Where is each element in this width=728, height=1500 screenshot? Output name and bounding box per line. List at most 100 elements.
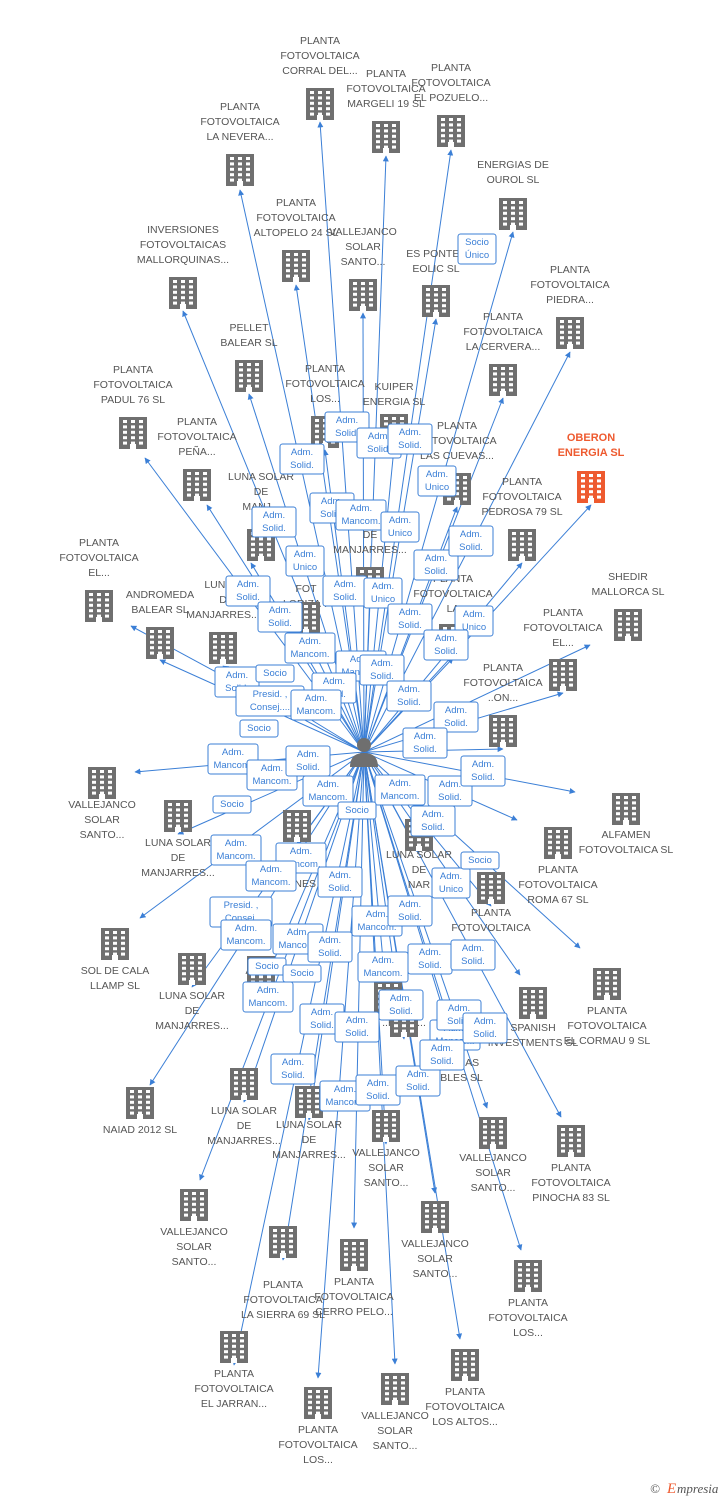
relation-badge[interactable]: Adm.Mancom. [357, 951, 409, 983]
relation-badge[interactable]: Adm.Solid. [225, 575, 271, 607]
company-node[interactable]: NAIAD 2012 SL [103, 1087, 177, 1136]
relation-badge[interactable]: Adm.Solid. [387, 603, 433, 635]
company-node[interactable]: VALLEJANCOSOLARSANTO... [68, 767, 136, 841]
relation-badge[interactable]: Socio [282, 964, 322, 983]
relation-badge[interactable]: Adm.Solid. [433, 701, 479, 733]
relation-badge[interactable]: Adm.Solid. [462, 1012, 508, 1044]
company-node[interactable]: PLANTAFOTOVOLTAICAPIEDRA... [530, 264, 610, 349]
company-node[interactable]: LUNA SOLARDEMANJARRES... [155, 953, 229, 1032]
company-node[interactable]: VALLEJANCOSOLARSANTO... [361, 1373, 429, 1452]
company-node[interactable]: PLANTAFOTOVOLTAICAPEÑA... [157, 416, 237, 501]
relation-badge[interactable]: Adm.Solid. [322, 575, 368, 607]
relation-badge[interactable]: Adm.Solid. [334, 1011, 380, 1043]
relation-badge[interactable]: Adm.Solid. [402, 727, 448, 759]
company-node[interactable]: LUNA SOLARDEMANJARRES... [272, 1086, 346, 1161]
relation-badge[interactable]: Adm.Solid. [450, 939, 496, 971]
relation-badge[interactable]: Adm.Solid. [395, 1065, 441, 1097]
company-node[interactable]: VALLEJANCOSOLARSANTO... [352, 1110, 420, 1189]
relation-badge[interactable]: Adm.Mancom. [242, 981, 294, 1013]
relation-badge[interactable]: Adm.Solid. [448, 525, 494, 557]
relation-badge[interactable]: Adm.Solid. [419, 1039, 465, 1071]
company-node[interactable]: PLANTAFOTOVOLTAICA..ON... [463, 662, 543, 747]
relation-badge[interactable]: Adm.Solid. [423, 629, 469, 661]
relation-badge[interactable]: Adm.Mancom. [207, 743, 259, 775]
relation-badge[interactable]: Adm.Solid. [251, 506, 297, 538]
relation-badge[interactable]: Adm.Solid. [387, 423, 433, 455]
relation-badge[interactable]: Socio [239, 719, 279, 738]
relation-badge[interactable]: Adm.Mancom. [374, 774, 426, 806]
relation-badge[interactable]: Adm.Solid. [270, 1053, 316, 1085]
relation-badge[interactable]: Socio [337, 801, 377, 820]
relation-badge[interactable]: Adm.Unico [431, 867, 471, 899]
relation-badge[interactable]: Adm.Unico [454, 605, 494, 637]
relation-badge[interactable]: Adm.Unico [380, 511, 420, 543]
relation-badge[interactable]: Adm.Unico [285, 545, 325, 577]
relation-badge[interactable]: Socio [255, 664, 295, 683]
center-person[interactable] [350, 738, 378, 767]
company-node[interactable]: VALLEJANCOSOLARSANTO... [459, 1117, 527, 1194]
relation-badge[interactable]: Adm.Mancom. [302, 775, 354, 807]
relation-badge[interactable]: Adm.Solid. [279, 443, 325, 475]
relation-badge[interactable]: Adm.Mancom. [220, 919, 272, 951]
relation-badge[interactable]: Adm.Solid. [257, 601, 303, 633]
company-node[interactable]: PLANTAFOTOVOLTAICALOS... [278, 1387, 358, 1466]
relation-badge[interactable]: Adm.Solid. [410, 805, 456, 837]
company-node[interactable]: PLANTAFOTOVOLTAICALOS... [488, 1260, 568, 1339]
relation-badge[interactable]: Adm.Solid. [359, 654, 405, 686]
relation-badge[interactable]: Adm.Solid. [413, 549, 459, 581]
company-node[interactable]: VALLEJANCOSOLARSANTO... [160, 1189, 228, 1268]
company-node[interactable]: VALLEJANCOSOLARSANTO... [401, 1201, 469, 1280]
company-node[interactable]: VALLEJANCOSOLARSANTO... [329, 226, 397, 311]
company-node[interactable]: PLANTAFOTOVOLTAICAEL... [523, 607, 603, 691]
company-node[interactable]: INVERSIONESFOTOVOLTAICASMALLORQUINAS... [137, 224, 229, 309]
relation-badge[interactable]: Adm.Solid. [387, 895, 433, 927]
relation-badge[interactable]: Socio [212, 795, 252, 814]
relation-badge[interactable]: Adm.Mancom. [290, 689, 342, 721]
relation-badge[interactable]: Adm.Mancom. [246, 759, 298, 791]
company-node[interactable]: LUNA SOLARDEMANJARRES... [141, 800, 215, 879]
relation-badge[interactable]: Adm.Solid. [317, 866, 363, 898]
relation-badge[interactable]: Adm.Solid. [355, 1074, 401, 1106]
company-node[interactable]: LUNA SDMANJARRES... [186, 579, 260, 664]
relation-badge[interactable]: Adm.Mancom. [335, 499, 387, 531]
relation-badge[interactable]: Adm.Mancom. [284, 632, 336, 664]
company-node[interactable]: LUNA SOLARDEMANJARRES... [207, 1068, 281, 1147]
relation-badge[interactable]: Socio [460, 851, 500, 870]
relation-badge[interactable]: Adm.Solid. [386, 680, 432, 712]
relation-badge[interactable]: Adm.Unico [363, 577, 403, 609]
relation-badge[interactable]: Adm.Solid. [407, 943, 453, 975]
relation-badge[interactable]: Socio [247, 957, 287, 976]
relation-badge[interactable]: Adm.Solid. [307, 931, 353, 963]
relation-badge[interactable]: Adm.Mancom. [210, 834, 262, 866]
relation-badge[interactable]: Adm.Solid. [378, 989, 424, 1021]
relation-badge[interactable]: Adm.Solid. [285, 745, 331, 777]
relation-badge[interactable]: Adm.Mancom. [245, 860, 297, 892]
relation-badge[interactable]: Adm.Unico [417, 465, 457, 497]
